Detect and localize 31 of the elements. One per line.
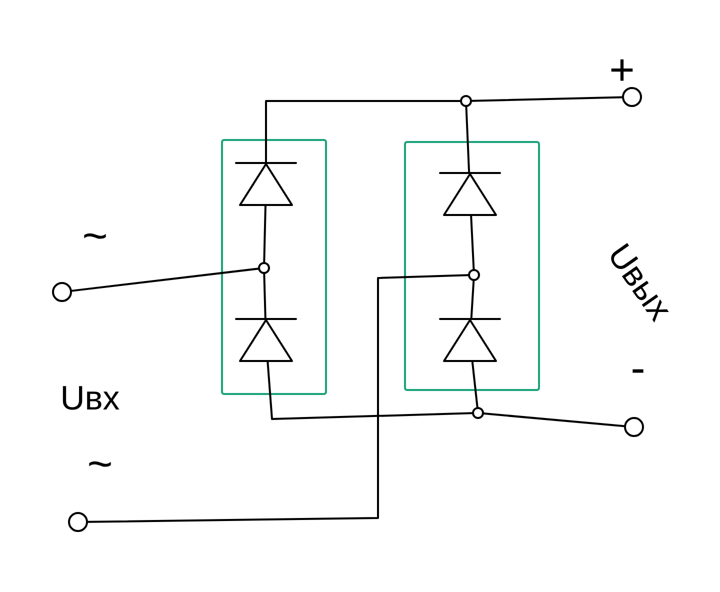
voltage-label: Uвх bbox=[62, 386, 120, 410]
rectifier-box bbox=[221, 139, 327, 395]
terminal-sign: ~ bbox=[84, 233, 106, 239]
junction-dot bbox=[472, 407, 484, 419]
junction-dot bbox=[460, 95, 472, 107]
wire bbox=[470, 280, 475, 319]
diode-symbol bbox=[235, 318, 297, 362]
wire bbox=[70, 268, 260, 292]
wire bbox=[263, 273, 266, 319]
diode-symbol bbox=[439, 318, 501, 362]
junction-dot bbox=[468, 269, 480, 281]
wire bbox=[471, 96, 623, 102]
wire bbox=[471, 361, 478, 408]
diode-symbol bbox=[439, 172, 501, 216]
terminal-sign: + bbox=[611, 59, 633, 81]
junction-dot bbox=[258, 262, 270, 274]
diode-symbol bbox=[235, 162, 297, 206]
terminal-sign: ~ bbox=[89, 461, 111, 467]
rectifier-box bbox=[404, 141, 540, 391]
terminal-circle bbox=[622, 87, 642, 107]
wire bbox=[266, 361, 473, 420]
wire bbox=[265, 100, 461, 163]
terminal-sign: - bbox=[632, 369, 644, 373]
terminal-circle bbox=[52, 282, 72, 302]
wire bbox=[465, 106, 470, 173]
wire bbox=[87, 274, 469, 523]
wire bbox=[263, 205, 266, 263]
terminal-circle bbox=[624, 417, 644, 437]
wire bbox=[482, 412, 626, 428]
wire bbox=[470, 215, 475, 270]
terminal-circle bbox=[68, 512, 88, 532]
